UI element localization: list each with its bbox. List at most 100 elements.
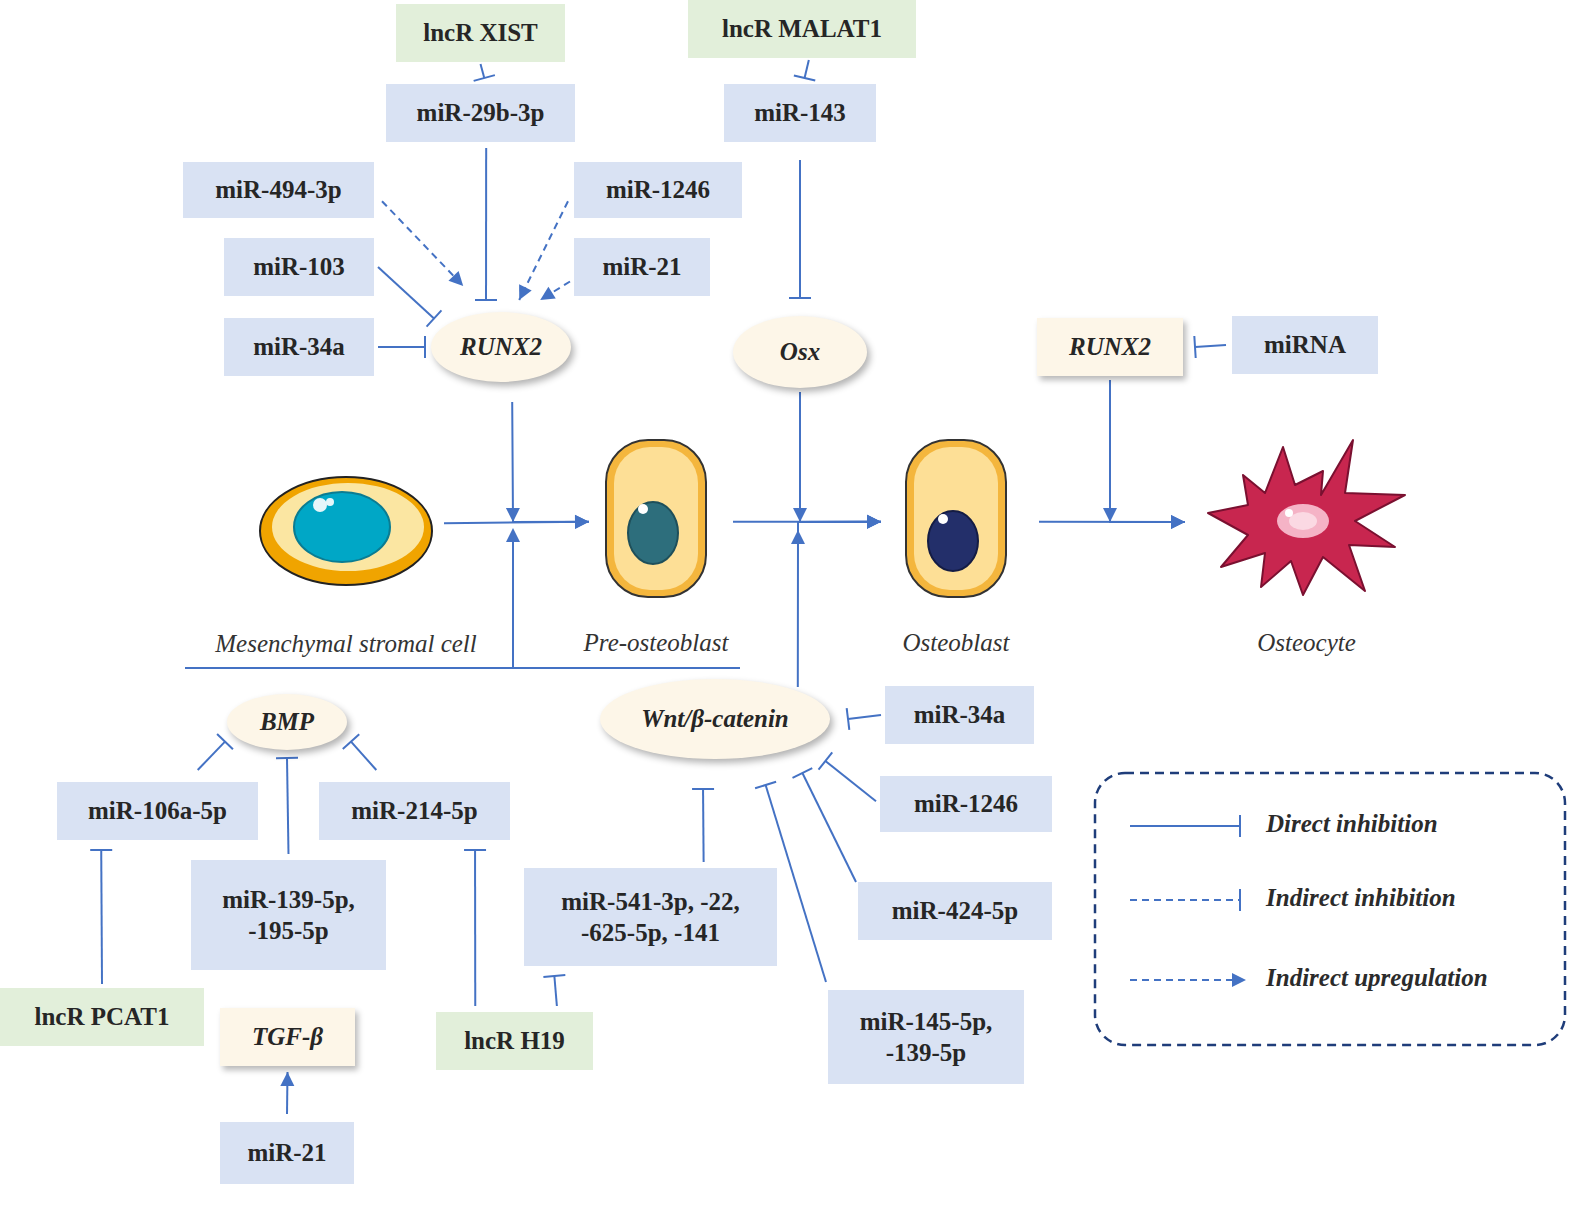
cell-node: Pre-osteoblast bbox=[603, 437, 709, 600]
legend-text: Direct inhibition bbox=[1266, 810, 1438, 838]
connector bbox=[794, 60, 815, 81]
arrow-head bbox=[575, 515, 589, 529]
inhibition-bar bbox=[475, 299, 497, 301]
node-label: miR-139-5p, -195-5p bbox=[199, 884, 378, 947]
lncrna-box: lncR PCAT1 bbox=[0, 988, 204, 1046]
inhibition-bar bbox=[847, 708, 850, 730]
connector bbox=[280, 1072, 294, 1114]
stromal-cell-figure bbox=[258, 475, 434, 587]
connector-line bbox=[485, 148, 487, 300]
factor-ellipse: BMP bbox=[227, 694, 347, 750]
connector bbox=[90, 850, 112, 984]
factor-ellipse: Osx bbox=[733, 316, 867, 388]
node-label: miR-541-3p, -22, -625-5p, -141 bbox=[532, 886, 769, 949]
connector bbox=[378, 336, 425, 358]
connector bbox=[793, 768, 856, 882]
connector-line bbox=[287, 758, 289, 854]
inhibition-bar bbox=[819, 752, 833, 769]
node-label: miR-34a bbox=[914, 699, 1006, 730]
connector bbox=[789, 160, 811, 298]
inhibition-bar bbox=[755, 782, 776, 788]
connector-line bbox=[382, 201, 463, 286]
connector bbox=[543, 975, 565, 1006]
node-label: miR-21 bbox=[247, 1137, 326, 1168]
connector bbox=[474, 64, 495, 81]
arrow-head bbox=[506, 508, 520, 522]
cell-caption: Osteocyte bbox=[1257, 627, 1356, 658]
connector bbox=[198, 734, 233, 770]
node-label: miR-1246 bbox=[914, 788, 1018, 819]
arrow-head bbox=[448, 271, 463, 286]
cell-caption: Pre-osteoblast bbox=[584, 627, 729, 658]
arrow-head bbox=[793, 508, 807, 522]
mirna-box: miR-541-3p, -22, -625-5p, -141 bbox=[524, 868, 777, 966]
node-label: RUNX2 bbox=[1069, 331, 1151, 362]
mirna-box: miR-1246 bbox=[880, 776, 1052, 832]
arrow-head bbox=[280, 1072, 294, 1086]
inhibition-bar bbox=[474, 75, 495, 81]
connector-line bbox=[1110, 380, 1185, 522]
node-label: lncR PCAT1 bbox=[35, 1001, 170, 1032]
arrow-head bbox=[540, 287, 556, 300]
inhibition-bar bbox=[789, 297, 811, 299]
cell-node: Mesenchymal stromal cell bbox=[258, 475, 434, 587]
mirna-box: miR-214-5p bbox=[319, 782, 510, 840]
arrow-head bbox=[1103, 508, 1117, 522]
connector bbox=[793, 392, 881, 529]
node-label: miR-1246 bbox=[606, 174, 710, 205]
connector-line bbox=[198, 742, 225, 770]
connector-line bbox=[100, 850, 103, 984]
connector bbox=[540, 282, 570, 301]
mirna-box: miR-424-5p bbox=[858, 882, 1052, 940]
lncrna-box: lncR XIST bbox=[396, 4, 565, 62]
node-label: miR-143 bbox=[754, 97, 846, 128]
mirna-box: miR-1246 bbox=[574, 162, 742, 218]
mirna-box: miR-29b-3p bbox=[386, 84, 575, 142]
gene-box: TGF-β bbox=[220, 1008, 355, 1066]
node-label: miR-106a-5p bbox=[88, 795, 227, 826]
lncrna-box: lncR MALAT1 bbox=[688, 0, 916, 58]
connector-line bbox=[800, 392, 881, 522]
cell-node: Osteoblast bbox=[903, 437, 1009, 600]
mirna-box: miR-494-3p bbox=[183, 162, 374, 218]
node-label: miR-424-5p bbox=[892, 895, 1018, 926]
node-label: miR-21 bbox=[602, 251, 681, 282]
factor-ellipse: Wnt/β-catenin bbox=[600, 679, 830, 759]
connector bbox=[819, 752, 876, 801]
connector bbox=[464, 850, 486, 1006]
arrow-head bbox=[1171, 515, 1185, 529]
mirna-box: miR-21 bbox=[574, 238, 710, 296]
connector-line bbox=[848, 715, 881, 719]
connector bbox=[1194, 336, 1226, 358]
mirna-box: miRNA bbox=[1232, 316, 1378, 374]
connector bbox=[1103, 380, 1185, 529]
connector-line bbox=[1195, 345, 1226, 347]
pre-osteoblast-figure bbox=[603, 437, 709, 600]
factor-ellipse: RUNX2 bbox=[431, 312, 571, 382]
node-label: miR-214-5p bbox=[351, 795, 477, 826]
node-label: Wnt/β-catenin bbox=[641, 703, 789, 734]
inhibition-bar bbox=[543, 975, 565, 977]
mirna-box: miR-139-5p, -195-5p bbox=[191, 860, 386, 970]
node-label: lncR MALAT1 bbox=[722, 13, 882, 44]
connector-line bbox=[378, 346, 425, 348]
mirna-box: miR-34a bbox=[224, 318, 374, 376]
arrow-head bbox=[867, 515, 881, 529]
legend-frame bbox=[1095, 773, 1565, 1045]
connector bbox=[343, 734, 377, 770]
node-label: BMP bbox=[260, 706, 314, 737]
arrow-head bbox=[1171, 515, 1185, 529]
node-label: RUNX2 bbox=[460, 331, 542, 362]
cell-caption: Mesenchymal stromal cell bbox=[215, 628, 477, 659]
connector-line bbox=[802, 773, 856, 882]
cell-node: Osteocyte bbox=[1203, 435, 1410, 598]
connector bbox=[382, 201, 463, 286]
osteocyte-figure bbox=[1203, 435, 1410, 598]
connector-line bbox=[474, 850, 476, 1006]
arrow-head bbox=[791, 530, 805, 544]
inhibition-bar bbox=[217, 734, 233, 749]
mirna-box: miR-106a-5p bbox=[57, 782, 258, 840]
mirna-box: miR-21 bbox=[220, 1122, 354, 1184]
connector-line bbox=[378, 267, 434, 319]
